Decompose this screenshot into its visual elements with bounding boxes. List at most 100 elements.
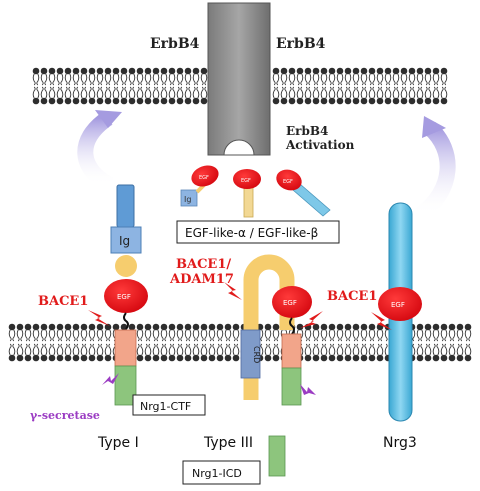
lipid-tail [440,343,444,356]
type1-ig: Ig [119,234,130,248]
lipid-tail [264,343,268,356]
bace1-left-label: BACE1 [38,294,88,309]
lipid-tail [80,343,84,356]
lipid-head [328,97,336,105]
lipid-tail [368,329,372,342]
lipid-tail [68,343,72,356]
lipid-tail [200,329,204,342]
lipid-head [384,67,392,75]
lipid-head [16,354,24,362]
lipid-head [288,97,296,105]
lipid-tail [52,73,56,86]
lipid-tail [272,73,276,86]
lipid-tail [432,73,436,86]
lipid-tail [272,329,276,342]
lipid-tail [180,329,184,342]
lipid-head [192,97,200,105]
lipid-tail [232,343,236,356]
lipid-head [320,354,328,362]
lipid-tail [228,343,232,356]
lipid-head [160,323,168,331]
lipid-head [144,354,152,362]
lipid-head [432,97,440,105]
lipid-tail [88,86,92,99]
lipid-head [416,67,424,75]
lipid-head [104,323,112,331]
lipid-tail [436,343,440,356]
lipid-tail [236,343,240,356]
lipid-tail [40,86,44,99]
lipid-tail [184,343,188,356]
lipid-tail [332,73,336,86]
lipid-head [24,354,32,362]
lipid-head [320,67,328,75]
lipid-head [32,354,40,362]
lipid-tail [56,73,60,86]
lipid-tail [340,329,344,342]
lipid-tail [260,343,264,356]
lipid-tail [104,86,108,99]
gamma-secretase-bolt-right [300,384,316,395]
lipid-tail [304,329,308,342]
lipid-tail [464,343,468,356]
lipid-head [296,67,304,75]
lipid-head [72,97,80,105]
lipid-tail [456,329,460,342]
lipid-tail [140,86,144,99]
lipid-tail [236,329,240,342]
lipid-head [96,97,104,105]
lipid-tail [192,329,196,342]
lipid-tail [268,343,272,356]
lipid-head [96,67,104,75]
lipid-tail [268,329,272,342]
free-ligand-2-egf: EGF [241,178,251,184]
lipid-tail [388,86,392,99]
nrg3-label: Nrg3 [383,435,417,451]
lipid-head [376,354,384,362]
lipid-tail [436,73,440,86]
lipid-tail [356,73,360,86]
lipid-head [280,67,288,75]
lipid-tail [44,73,48,86]
lipid-tail [412,329,416,342]
lipid-head [448,323,456,331]
lipid-tail [436,329,440,342]
lipid-head [264,323,272,331]
lipid-tail [144,86,148,99]
lipid-tail [116,73,120,86]
lipid-head [312,354,320,362]
lipid-head [368,323,376,331]
lipid-head [264,354,272,362]
lipid-head [184,323,192,331]
lipid-tail [316,86,320,99]
lipid-tail [204,73,208,86]
type3-nrg1: CRD EGF [240,254,312,406]
lipid-head [192,323,200,331]
lipid-tail [140,329,144,342]
lipid-head [40,97,48,105]
lipid-tail [156,343,160,356]
lipid-head [336,67,344,75]
lipid-tail [400,86,404,99]
lipid-head [352,354,360,362]
lipid-tail [276,73,280,86]
lipid-tail [312,329,316,342]
lipid-head [88,354,96,362]
lipid-tail [36,86,40,99]
lipid-tail [432,86,436,99]
lipid-tail [80,86,84,99]
lipid-head [112,97,120,105]
lipid-head [408,67,416,75]
lipid-tail [356,343,360,356]
lipid-tail [32,86,36,99]
lipid-tail [108,329,112,342]
lipid-tail [200,343,204,356]
lipid-head [424,67,432,75]
lipid-tail [100,329,104,342]
lipid-head [368,67,376,75]
lipid-head [120,97,128,105]
lipid-head [64,67,72,75]
erbb4-right-label: ErbB4 [276,36,326,52]
lipid-tail [48,73,52,86]
